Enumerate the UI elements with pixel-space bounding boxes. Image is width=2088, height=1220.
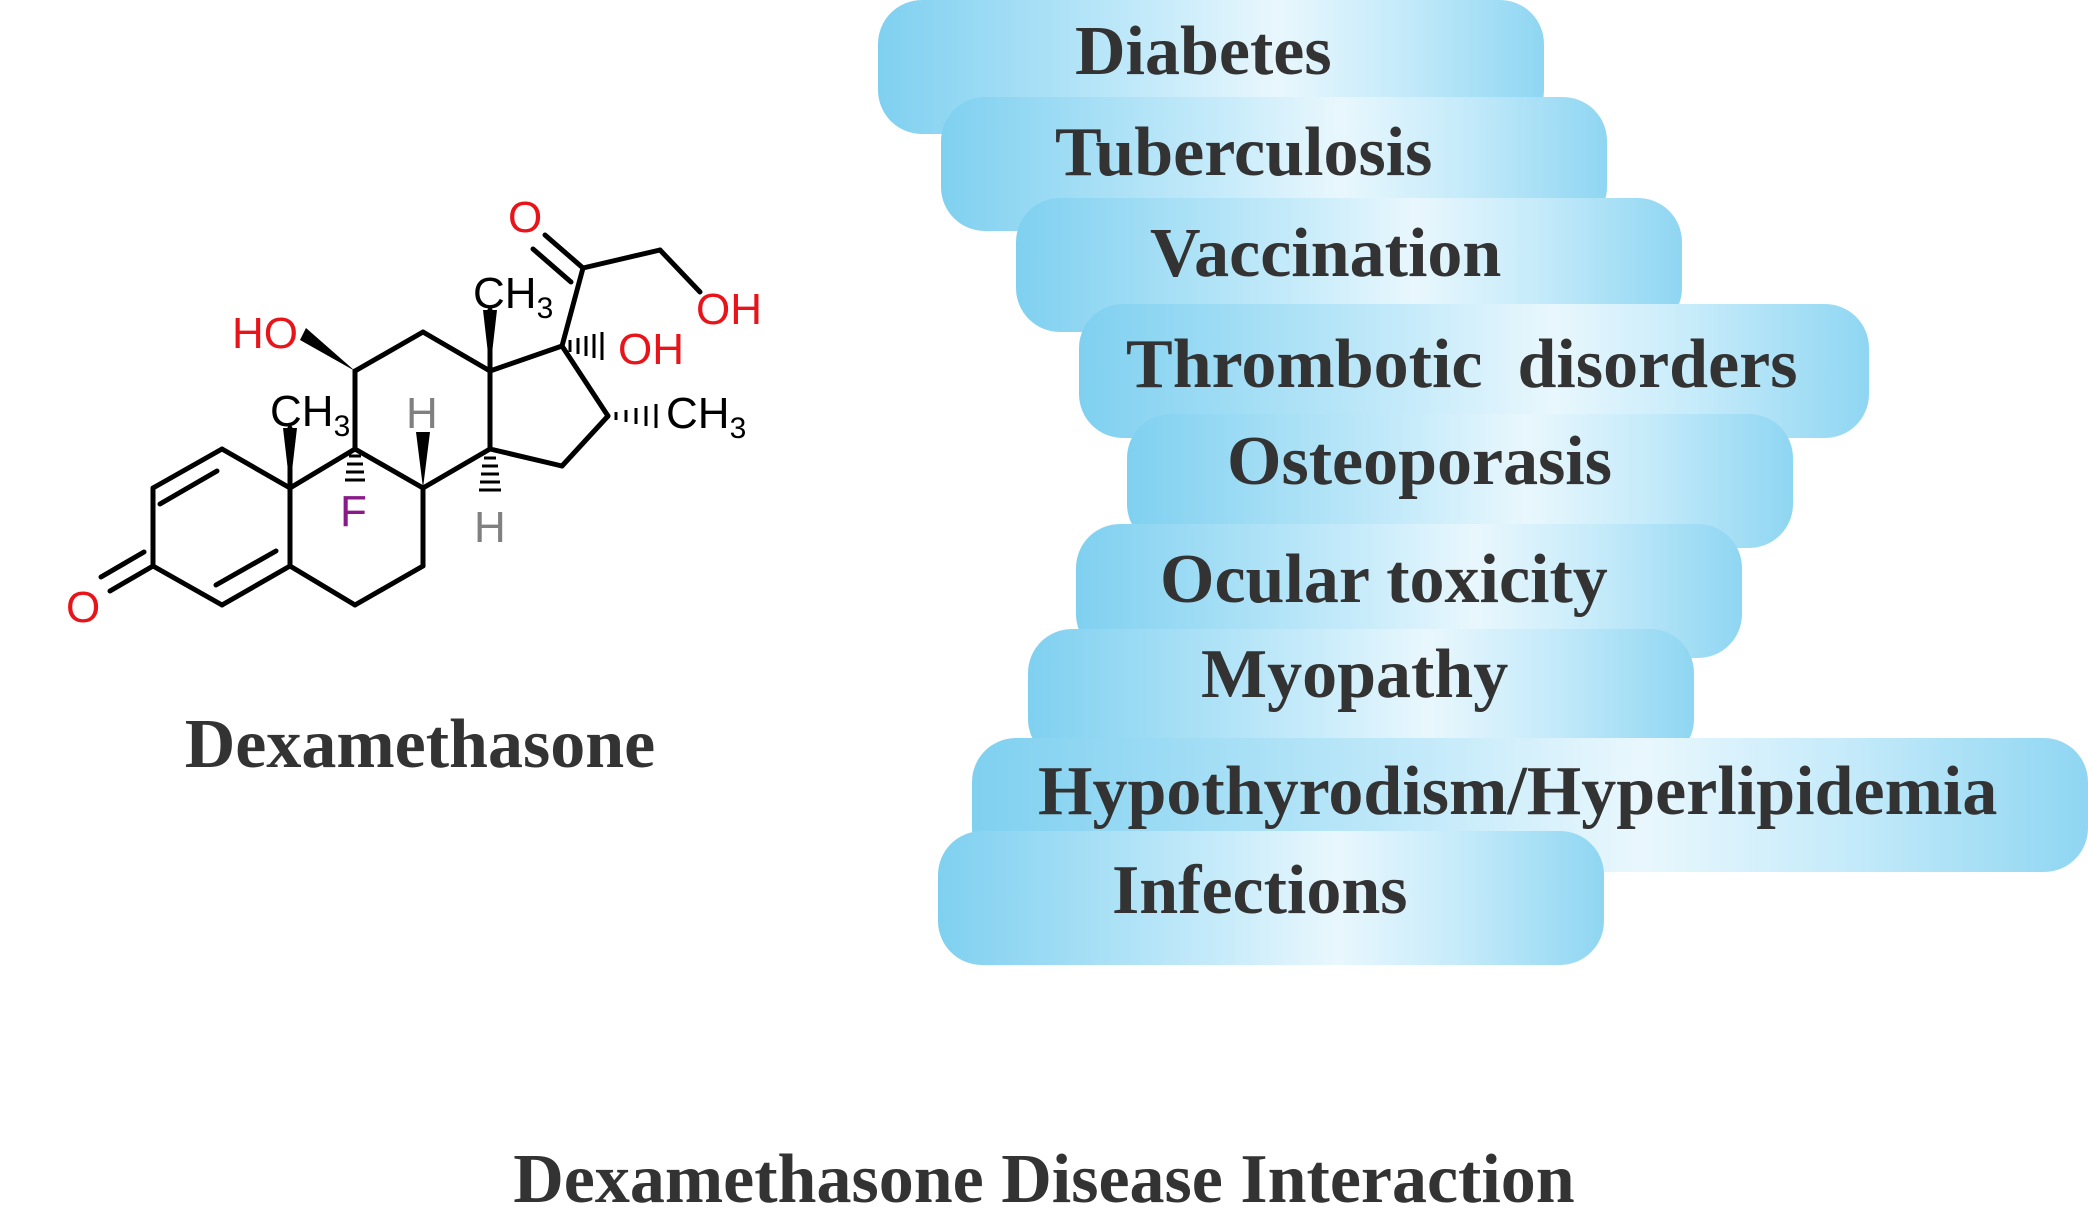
hydroxyl-21-label: OH [696, 285, 762, 334]
label-diabetes: Diabetes [1075, 13, 1332, 90]
figure-title: Dexamethasone Disease Interaction [513, 1141, 1575, 1218]
label-hypothyrodism-hyperlipidemia: Hypothyrodism/Hyperlipidemia [1038, 753, 1998, 830]
pill-infections [938, 831, 1604, 965]
c20-oxygen-label: O [508, 193, 542, 242]
label-thrombotic-disorders: Thrombotic disorders [1126, 326, 1798, 403]
methyl-10-label: CH3 [270, 387, 350, 443]
methyl-16-label: CH3 [666, 389, 746, 445]
methyl-13-label: CH3 [473, 269, 553, 325]
label-ocular-toxicity: Ocular toxicity [1160, 541, 1608, 618]
hydrogen-14-label: H [474, 503, 506, 552]
label-vaccination: Vaccination [1150, 215, 1502, 292]
label-tuberculosis: Tuberculosis [1055, 114, 1433, 191]
molecule-name: Dexamethasone [184, 706, 656, 783]
label-infections: Infections [1112, 852, 1408, 929]
hydrogen-8-label: H [406, 389, 438, 438]
hydroxyl-11-label: HO [232, 309, 298, 358]
hydroxyl-17-label: OH [618, 325, 684, 374]
fluorine-label: F [340, 487, 367, 536]
label-myopathy: Myopathy [1201, 636, 1509, 713]
ketone-oxygen-label: O [66, 583, 100, 632]
label-osteoporasis: Osteoporasis [1227, 423, 1612, 500]
